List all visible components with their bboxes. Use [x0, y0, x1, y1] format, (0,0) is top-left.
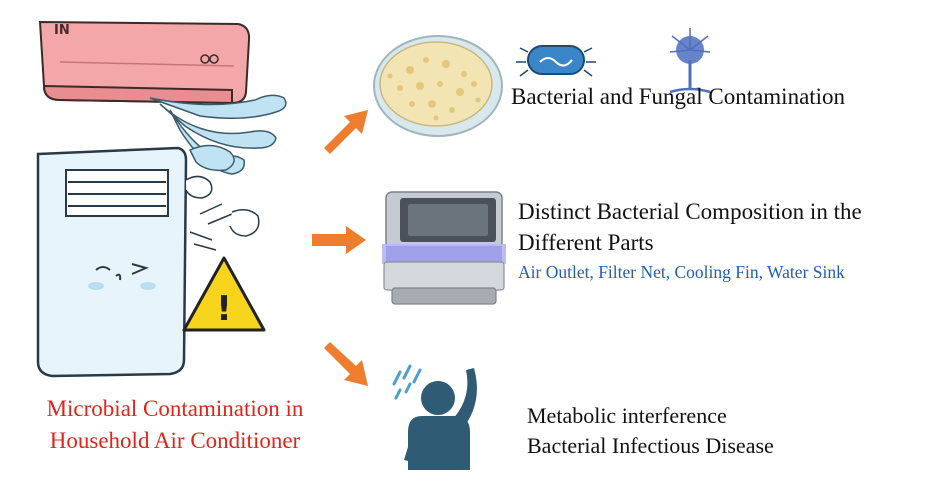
main-caption-line-1: Microbial Contamination in — [46, 396, 304, 421]
fungus-icon — [669, 28, 711, 94]
petri-dish-icon — [373, 35, 503, 137]
unit-label: IN — [54, 23, 70, 38]
outcome-composition-detail: Air Outlet, Filter Net, Cooling Fin, Wat… — [518, 262, 845, 282]
airflow-icon — [149, 94, 287, 175]
ac-unit-cutaway-icon — [382, 191, 506, 305]
outcome-composition-line-1: Distinct Bacterial Composition in the — [518, 199, 862, 224]
sweating-person-icon — [392, 364, 477, 470]
warning-icon: ! — [182, 256, 266, 332]
outcome-composition-line-2: Different Parts — [518, 230, 654, 255]
outcome-health-line-2: Bacterial Infectious Disease — [527, 433, 774, 458]
outcome-contamination: Bacterial and Fungal Contamination — [511, 84, 846, 109]
main-caption-line-2: Household Air Conditioner — [49, 428, 301, 453]
main-caption: Microbial Contamination in Household Air… — [10, 393, 340, 457]
arrow-right-icon — [312, 226, 366, 254]
warning-mark: ! — [216, 289, 232, 329]
bacterium-icon — [516, 45, 596, 77]
arrow-right-icon — [324, 342, 368, 386]
arrow-right-icon — [324, 110, 368, 154]
wall-air-conditioner-icon — [38, 20, 251, 105]
outcome-health-line-1: Metabolic interference — [527, 403, 727, 428]
standing-air-conditioner-icon — [36, 146, 260, 378]
